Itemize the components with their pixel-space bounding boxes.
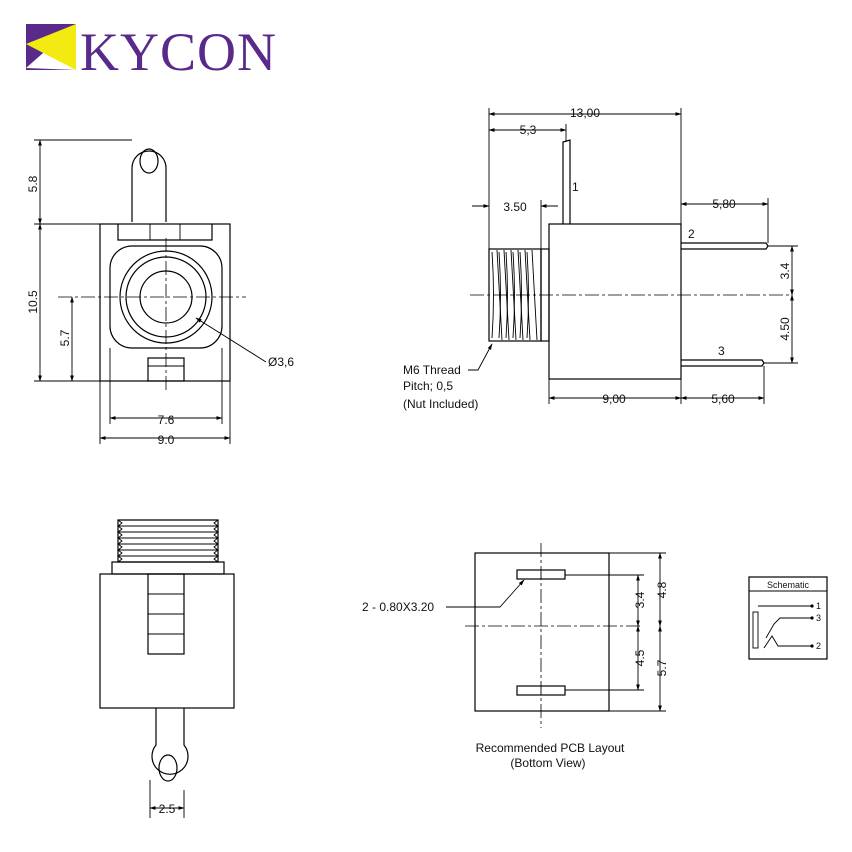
dim-front-center: 5.7: [58, 329, 72, 346]
schematic-title: Schematic: [767, 580, 810, 590]
thread-note-2: Pitch; 0,5: [403, 379, 453, 393]
pcb-caption-1: Recommended PCB Layout: [476, 741, 625, 755]
dim-pcb-top-slot: 3.4: [633, 591, 647, 608]
dim-side-pin2-offset: 3.4: [778, 262, 792, 279]
schematic-box: Schematic 1 3 2: [748, 576, 828, 660]
dim-pcb-bottom-edge: 5.7: [655, 659, 669, 676]
thread-note-3: (Nut Included): [403, 397, 478, 411]
dim-side-pin2-length: 5,80: [712, 197, 736, 211]
logo-purple-lower: [26, 68, 76, 70]
dim-front-width: 9.0: [158, 433, 175, 447]
pcb-caption-2: (Bottom View): [510, 756, 585, 770]
side-pin2-label: 2: [688, 227, 695, 241]
logo-wordmark: KYCON: [80, 22, 277, 82]
dim-side-pin1-offset: 5,3: [520, 123, 537, 137]
dim-pcb-bottom-slot: 4.5: [633, 649, 647, 666]
side-pin1-label: 1: [572, 180, 579, 194]
pcb-slot-label: 2 - 0.80X3.20: [362, 600, 434, 614]
schematic-pin2: 2: [816, 641, 821, 651]
dim-side-pin3-offset: 4.50: [778, 317, 792, 341]
pcb-layout: 2 - 0.80X3.20 3.4 4.8 4.5 5.7 Recommende…: [362, 543, 669, 770]
side-view: 1 2 3 13,00 5,3 3.50 5,80 3.4 4.: [403, 106, 798, 411]
dim-front-hole: Ø3,6: [268, 355, 294, 369]
dim-side-thread-length: 3.50: [503, 200, 527, 214]
bottom-view: 2.5: [99, 519, 235, 818]
dim-front-height: 10.5: [26, 290, 40, 314]
dim-side-pin3-length: 5,60: [711, 392, 735, 406]
dim-front-tab: 5.8: [26, 175, 40, 192]
schematic-pin3: 3: [816, 613, 821, 623]
kycon-logo: KYCON: [26, 22, 277, 82]
logo-yellow-mark: [26, 24, 76, 70]
front-view: 5.8 10.5 5.7 7.6 9.0 Ø3,6: [26, 139, 294, 447]
dim-pcb-top-edge: 4.8: [655, 581, 669, 598]
dim-front-inner-width: 7.6: [158, 413, 175, 427]
schematic-pin1: 1: [816, 601, 821, 611]
dim-bottom-tab-width: 2.5: [159, 802, 176, 816]
dim-side-total-length: 13,00: [570, 106, 600, 120]
dim-side-body-length: 9,00: [602, 392, 626, 406]
side-pin3-label: 3: [718, 344, 725, 358]
thread-note-1: M6 Thread: [403, 363, 461, 377]
